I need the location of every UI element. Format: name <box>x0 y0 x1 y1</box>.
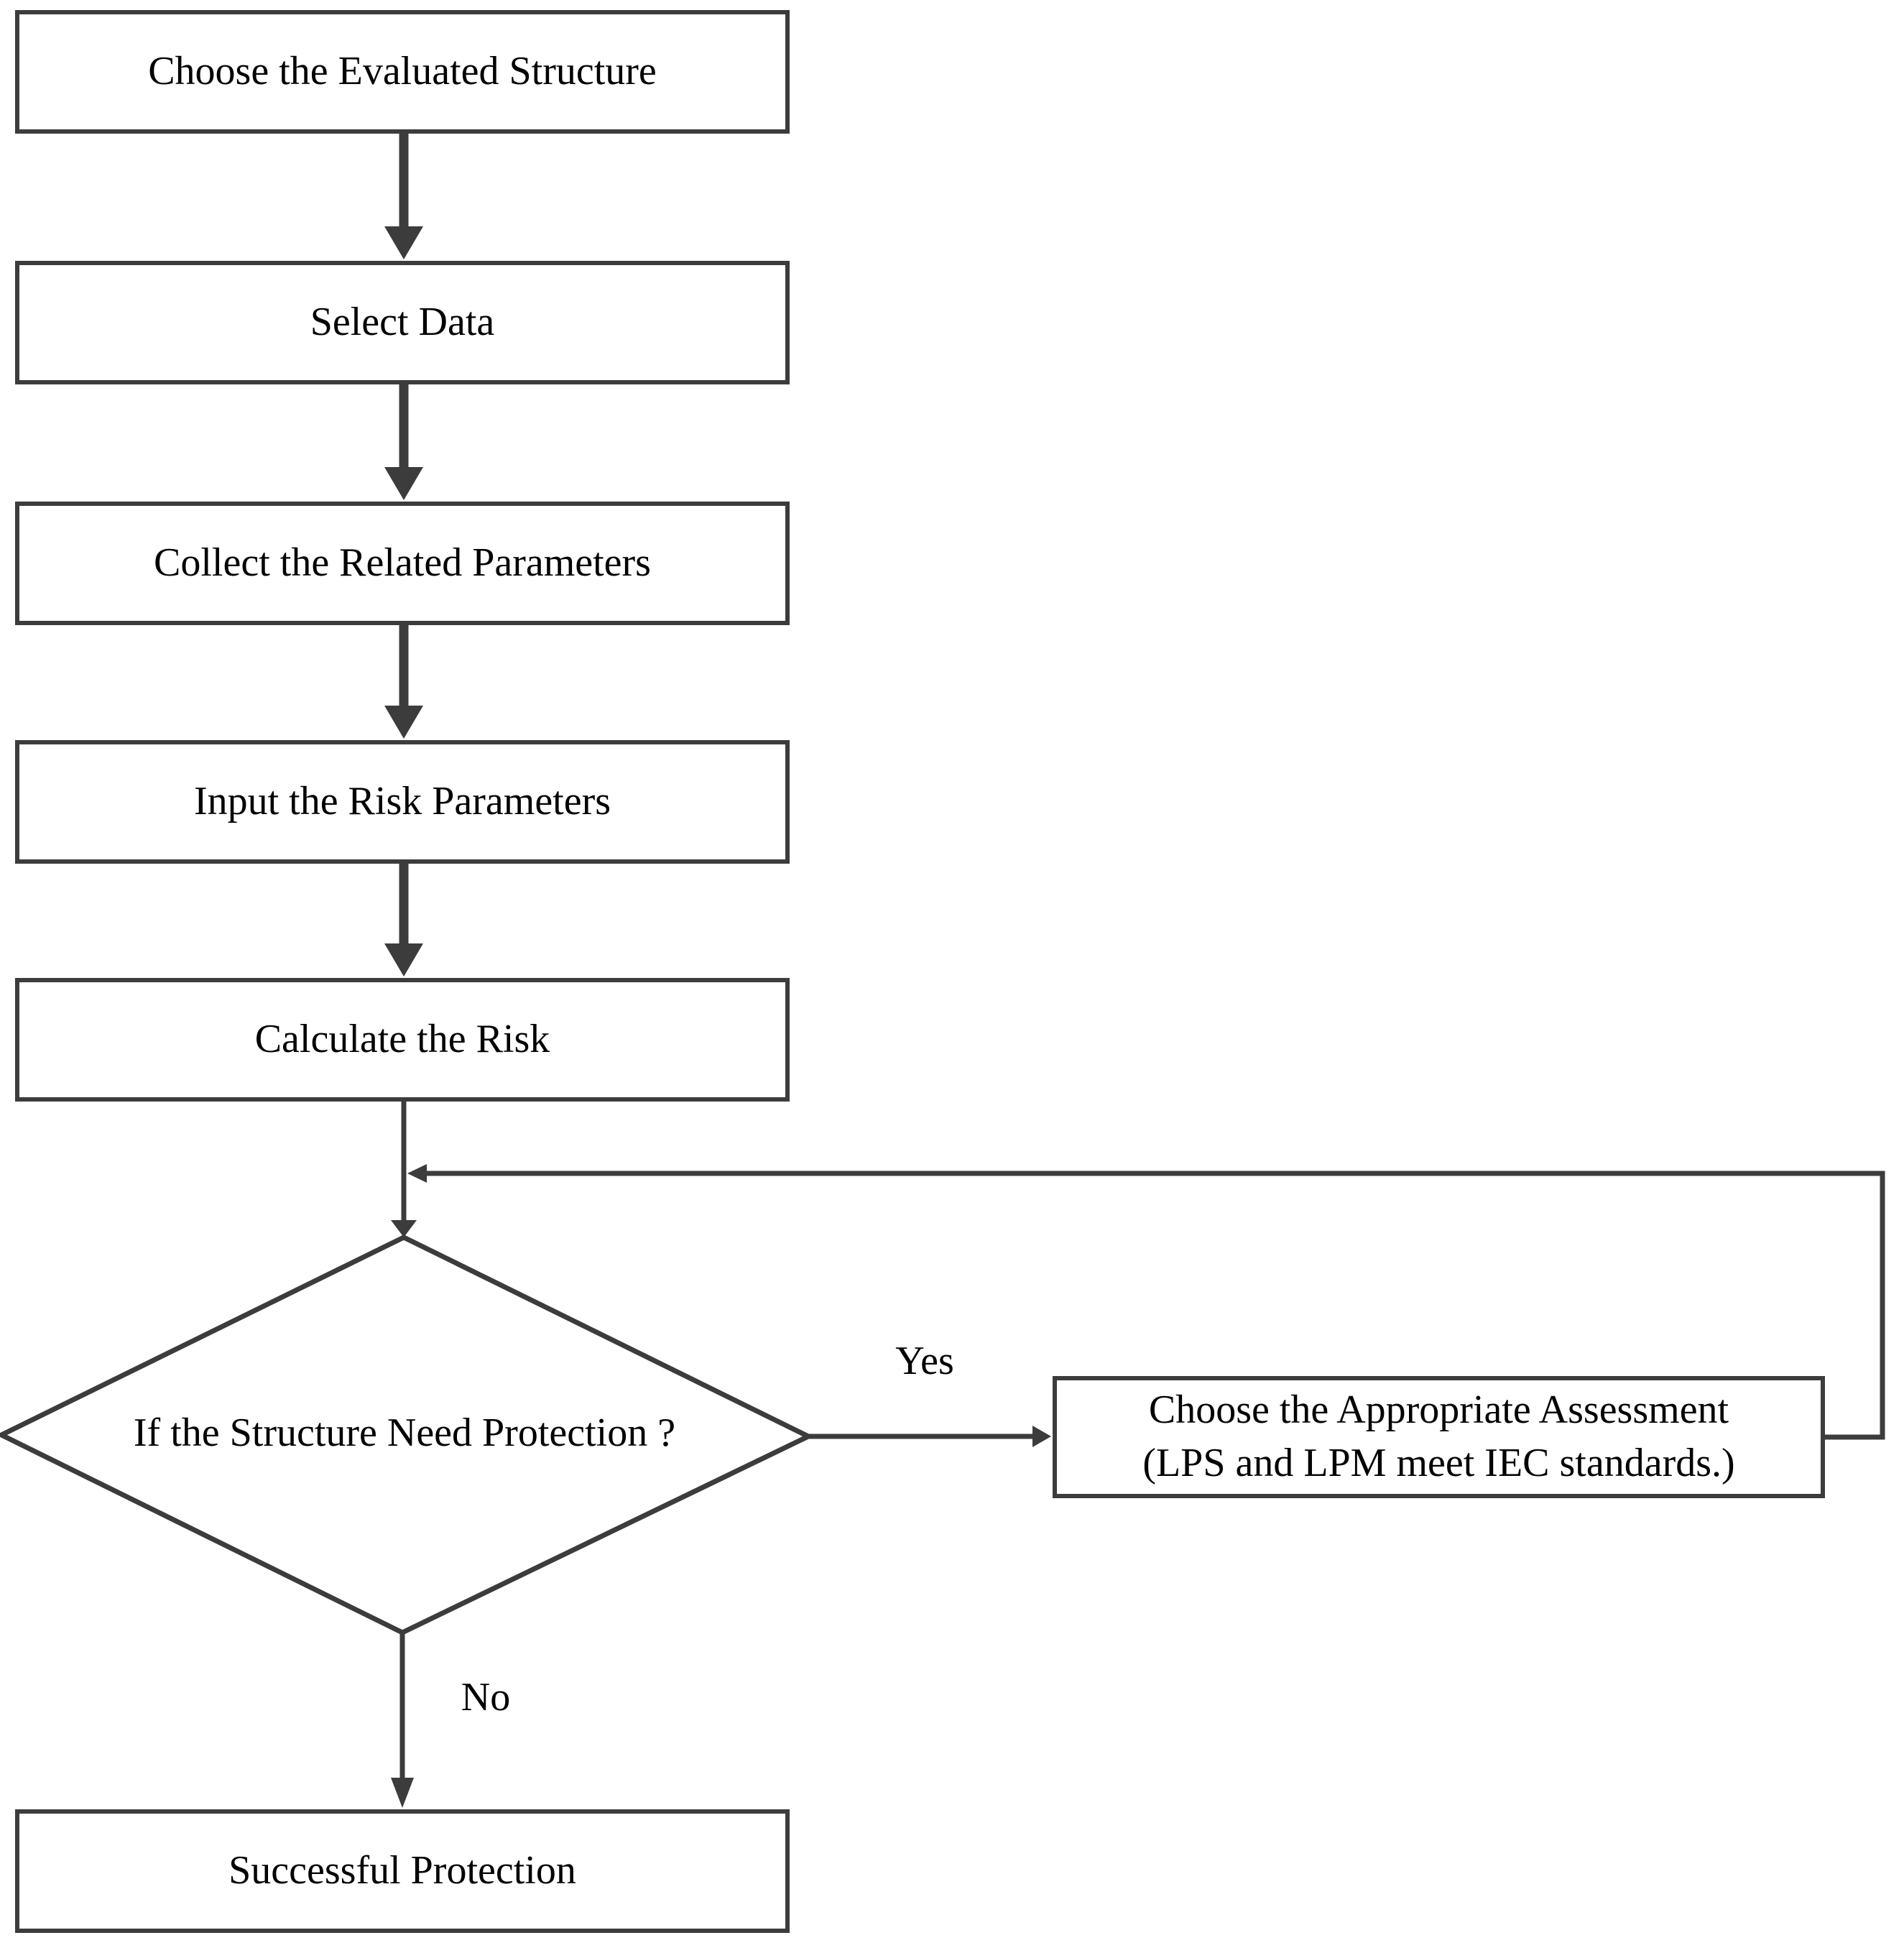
assessment-line1: Choose the Appropriate Assessment <box>1148 1388 1729 1433</box>
step-label: Select Data <box>310 300 495 345</box>
step-label: Calculate the Risk <box>254 1017 550 1062</box>
step-calculate-risk: Calculate the Risk <box>15 978 790 1102</box>
step-input-risk-parameters: Input the Risk Parameters <box>15 740 790 864</box>
step-choose-evaluated-structure: Choose the Evaluated Structure <box>15 10 790 134</box>
arrow-step2-to-step3 <box>384 384 423 500</box>
yes-branch-arrow <box>808 1426 1051 1447</box>
step-label: Input the Risk Parameters <box>193 779 611 824</box>
arrow-step4-to-step5 <box>384 864 423 977</box>
step-label: Successful Protection <box>228 1848 576 1893</box>
step-successful-protection: Successful Protection <box>15 1809 790 1933</box>
assessment-line2: (LPS and LPM meet IEC standards.) <box>1142 1441 1735 1485</box>
yes-branch-label: Yes <box>895 1339 954 1383</box>
arrow-step5-to-decision <box>391 1102 417 1237</box>
step-label: Choose the Evaluated Structure <box>148 49 657 94</box>
step-select-data: Select Data <box>15 261 790 384</box>
no-branch-label: No <box>461 1675 511 1719</box>
step-collect-related-parameters: Collect the Related Parameters <box>15 502 790 625</box>
step-choose-appropriate-assessment: Choose the Appropriate Assessment (LPS a… <box>1053 1376 1825 1498</box>
feedback-loop-line <box>407 1164 1885 1440</box>
arrow-step1-to-step2 <box>384 134 423 259</box>
decision-question: If the Structure Need Protection ? <box>133 1411 676 1455</box>
no-branch-arrow <box>391 1633 414 1808</box>
arrow-step3-to-step4 <box>384 625 423 739</box>
step-label: Collect the Related Parameters <box>154 540 651 586</box>
